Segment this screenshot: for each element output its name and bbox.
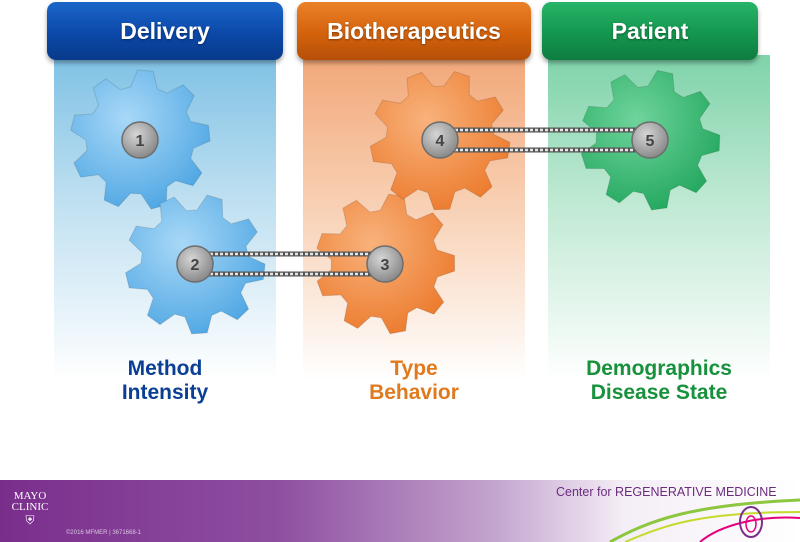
gear-4-number: 4 — [436, 133, 445, 150]
patient-label: Demographics Disease State — [548, 357, 770, 405]
biotherapeutics-label-line2: Behavior — [369, 381, 459, 404]
gear-3-number: 3 — [381, 257, 390, 274]
patient-label-line1: Demographics — [586, 357, 732, 380]
biotherapeutics-label-line1: Type — [390, 357, 438, 380]
center-title: Center for REGENERATIVE MEDICINE — [556, 485, 777, 499]
regen-logo-icon — [739, 506, 763, 538]
delivery-label-line1: Method — [127, 357, 203, 380]
patient-label-line2: Disease State — [590, 381, 728, 404]
gear-4-hub — [421, 121, 459, 159]
footer-band — [0, 480, 800, 542]
gear-3-hub — [366, 245, 404, 283]
gear-5-number: 5 — [646, 133, 655, 150]
gear-1-number: 1 — [136, 133, 145, 150]
patient-header: Patient — [542, 2, 758, 60]
gear-2-hub — [176, 245, 214, 283]
biotherapeutics-header: Biotherapeutics — [297, 2, 531, 60]
delivery-label-line2: Intensity — [121, 381, 209, 404]
gear-2-number: 2 — [191, 257, 200, 274]
copyright: ©2016 MFMER | 3671668-1 — [66, 530, 142, 536]
mayo-clinic-logo: MAYO CLINIC ⛨ — [8, 491, 52, 528]
gear-5-hub — [631, 121, 669, 159]
delivery-label: Method Intensity — [54, 357, 276, 405]
delivery-header: Delivery — [47, 2, 283, 60]
gear-1-hub — [121, 121, 159, 159]
shield-icon: ⛨ — [25, 513, 35, 527]
biotherapeutics-label: Type Behavior — [303, 357, 525, 405]
